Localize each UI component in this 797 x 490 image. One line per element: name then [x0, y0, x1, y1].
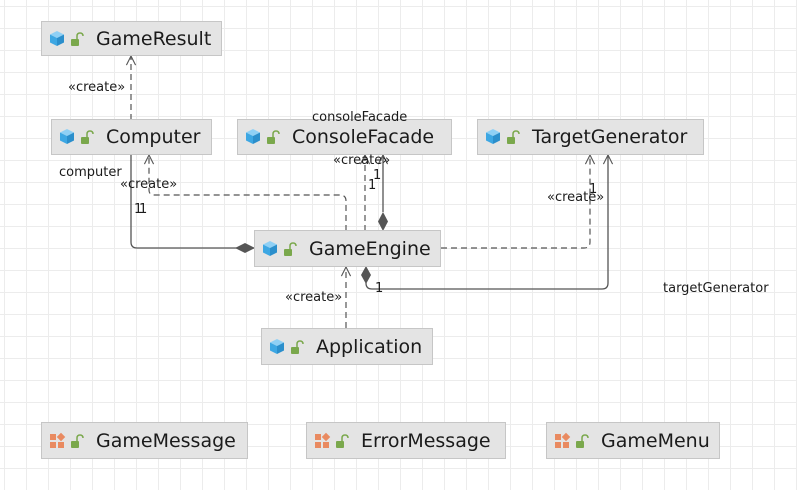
class-type-icons	[245, 128, 283, 146]
enum-node-errormessage[interactable]: ErrorMessage	[306, 422, 506, 459]
public-lock-icon	[507, 130, 520, 144]
class-name: ConsoleFacade	[292, 126, 435, 148]
class-type-icons	[49, 30, 87, 48]
multiplicity-targetgenerator: 1	[589, 182, 598, 197]
public-lock-icon	[267, 130, 280, 144]
enum-icon	[315, 432, 331, 448]
public-lock-icon	[291, 339, 304, 354]
create-label-gameresult: «create»	[68, 80, 126, 95]
enum-node-gamemenu[interactable]: GameMenu	[546, 422, 720, 459]
class-node-targetgenerator[interactable]: TargetGenerator	[477, 119, 704, 155]
class-icon	[60, 129, 74, 144]
class-icon	[486, 129, 500, 144]
multiplicity-computer-b: 1	[139, 202, 148, 217]
public-lock-icon	[336, 433, 349, 448]
enum-name: ErrorMessage	[361, 429, 491, 452]
enum-name: GameMessage	[96, 429, 236, 452]
class-name: Application	[316, 335, 423, 358]
public-lock-icon	[81, 130, 94, 144]
enum-name: GameMenu	[601, 429, 710, 452]
class-type-icons	[485, 128, 523, 146]
create-label-targetgenerator: «create»	[547, 190, 605, 205]
enum-type-icons	[314, 432, 352, 450]
create-edge-gameengine-computer	[149, 155, 347, 231]
composition-diamond-consolefacade	[378, 212, 388, 231]
enum-type-icons	[49, 432, 87, 450]
composition-edge-gameengine-targetgenerator	[365, 155, 608, 290]
class-icon	[270, 338, 284, 354]
class-name: TargetGenerator	[532, 126, 688, 148]
class-name: GameEngine	[309, 237, 431, 260]
multiplicity-computer-a: 1	[134, 202, 143, 217]
multiplicity-gameengine: 1	[375, 281, 384, 296]
create-label-application: «create»	[285, 290, 343, 305]
enum-icon	[50, 432, 66, 448]
composition-edge-gameengine-computer	[131, 155, 254, 249]
composition-diamond-computer	[235, 243, 255, 253]
multiplicity-consolefacade-a: 1	[373, 168, 382, 183]
role-label-targetgenerator: targetGenerator	[663, 281, 769, 296]
class-node-consolefacade[interactable]: ConsoleFacade	[237, 119, 452, 155]
class-icon	[263, 240, 277, 256]
class-icon	[246, 129, 260, 144]
enum-icon	[555, 432, 571, 448]
composition-diamond-targetgenerator	[361, 266, 371, 284]
class-type-icons	[269, 338, 307, 356]
class-name: GameResult	[96, 27, 212, 50]
class-type-icons	[59, 128, 97, 146]
class-node-computer[interactable]: Computer	[51, 119, 212, 155]
create-edge-gameengine-targetgenerator	[441, 155, 590, 249]
multiplicity-consolefacade-b: 1	[368, 178, 377, 193]
class-node-gameengine[interactable]: GameEngine	[254, 230, 441, 267]
enum-node-gamemessage[interactable]: GameMessage	[41, 422, 248, 459]
enum-type-icons	[554, 432, 592, 450]
public-lock-icon	[71, 31, 84, 46]
create-label-computer: «create»	[120, 177, 178, 192]
class-node-gameresult[interactable]: GameResult	[41, 21, 222, 56]
role-label-computer: computer	[59, 165, 122, 180]
class-type-icons	[262, 240, 300, 258]
role-label-consolefacade: consoleFacade	[312, 110, 408, 125]
class-icon	[50, 30, 64, 46]
public-lock-icon	[284, 241, 297, 256]
create-label-consolefacade: «create»	[333, 153, 391, 168]
public-lock-icon	[71, 433, 84, 448]
public-lock-icon	[576, 433, 589, 448]
class-node-application[interactable]: Application	[261, 328, 433, 365]
class-name: Computer	[106, 126, 201, 148]
